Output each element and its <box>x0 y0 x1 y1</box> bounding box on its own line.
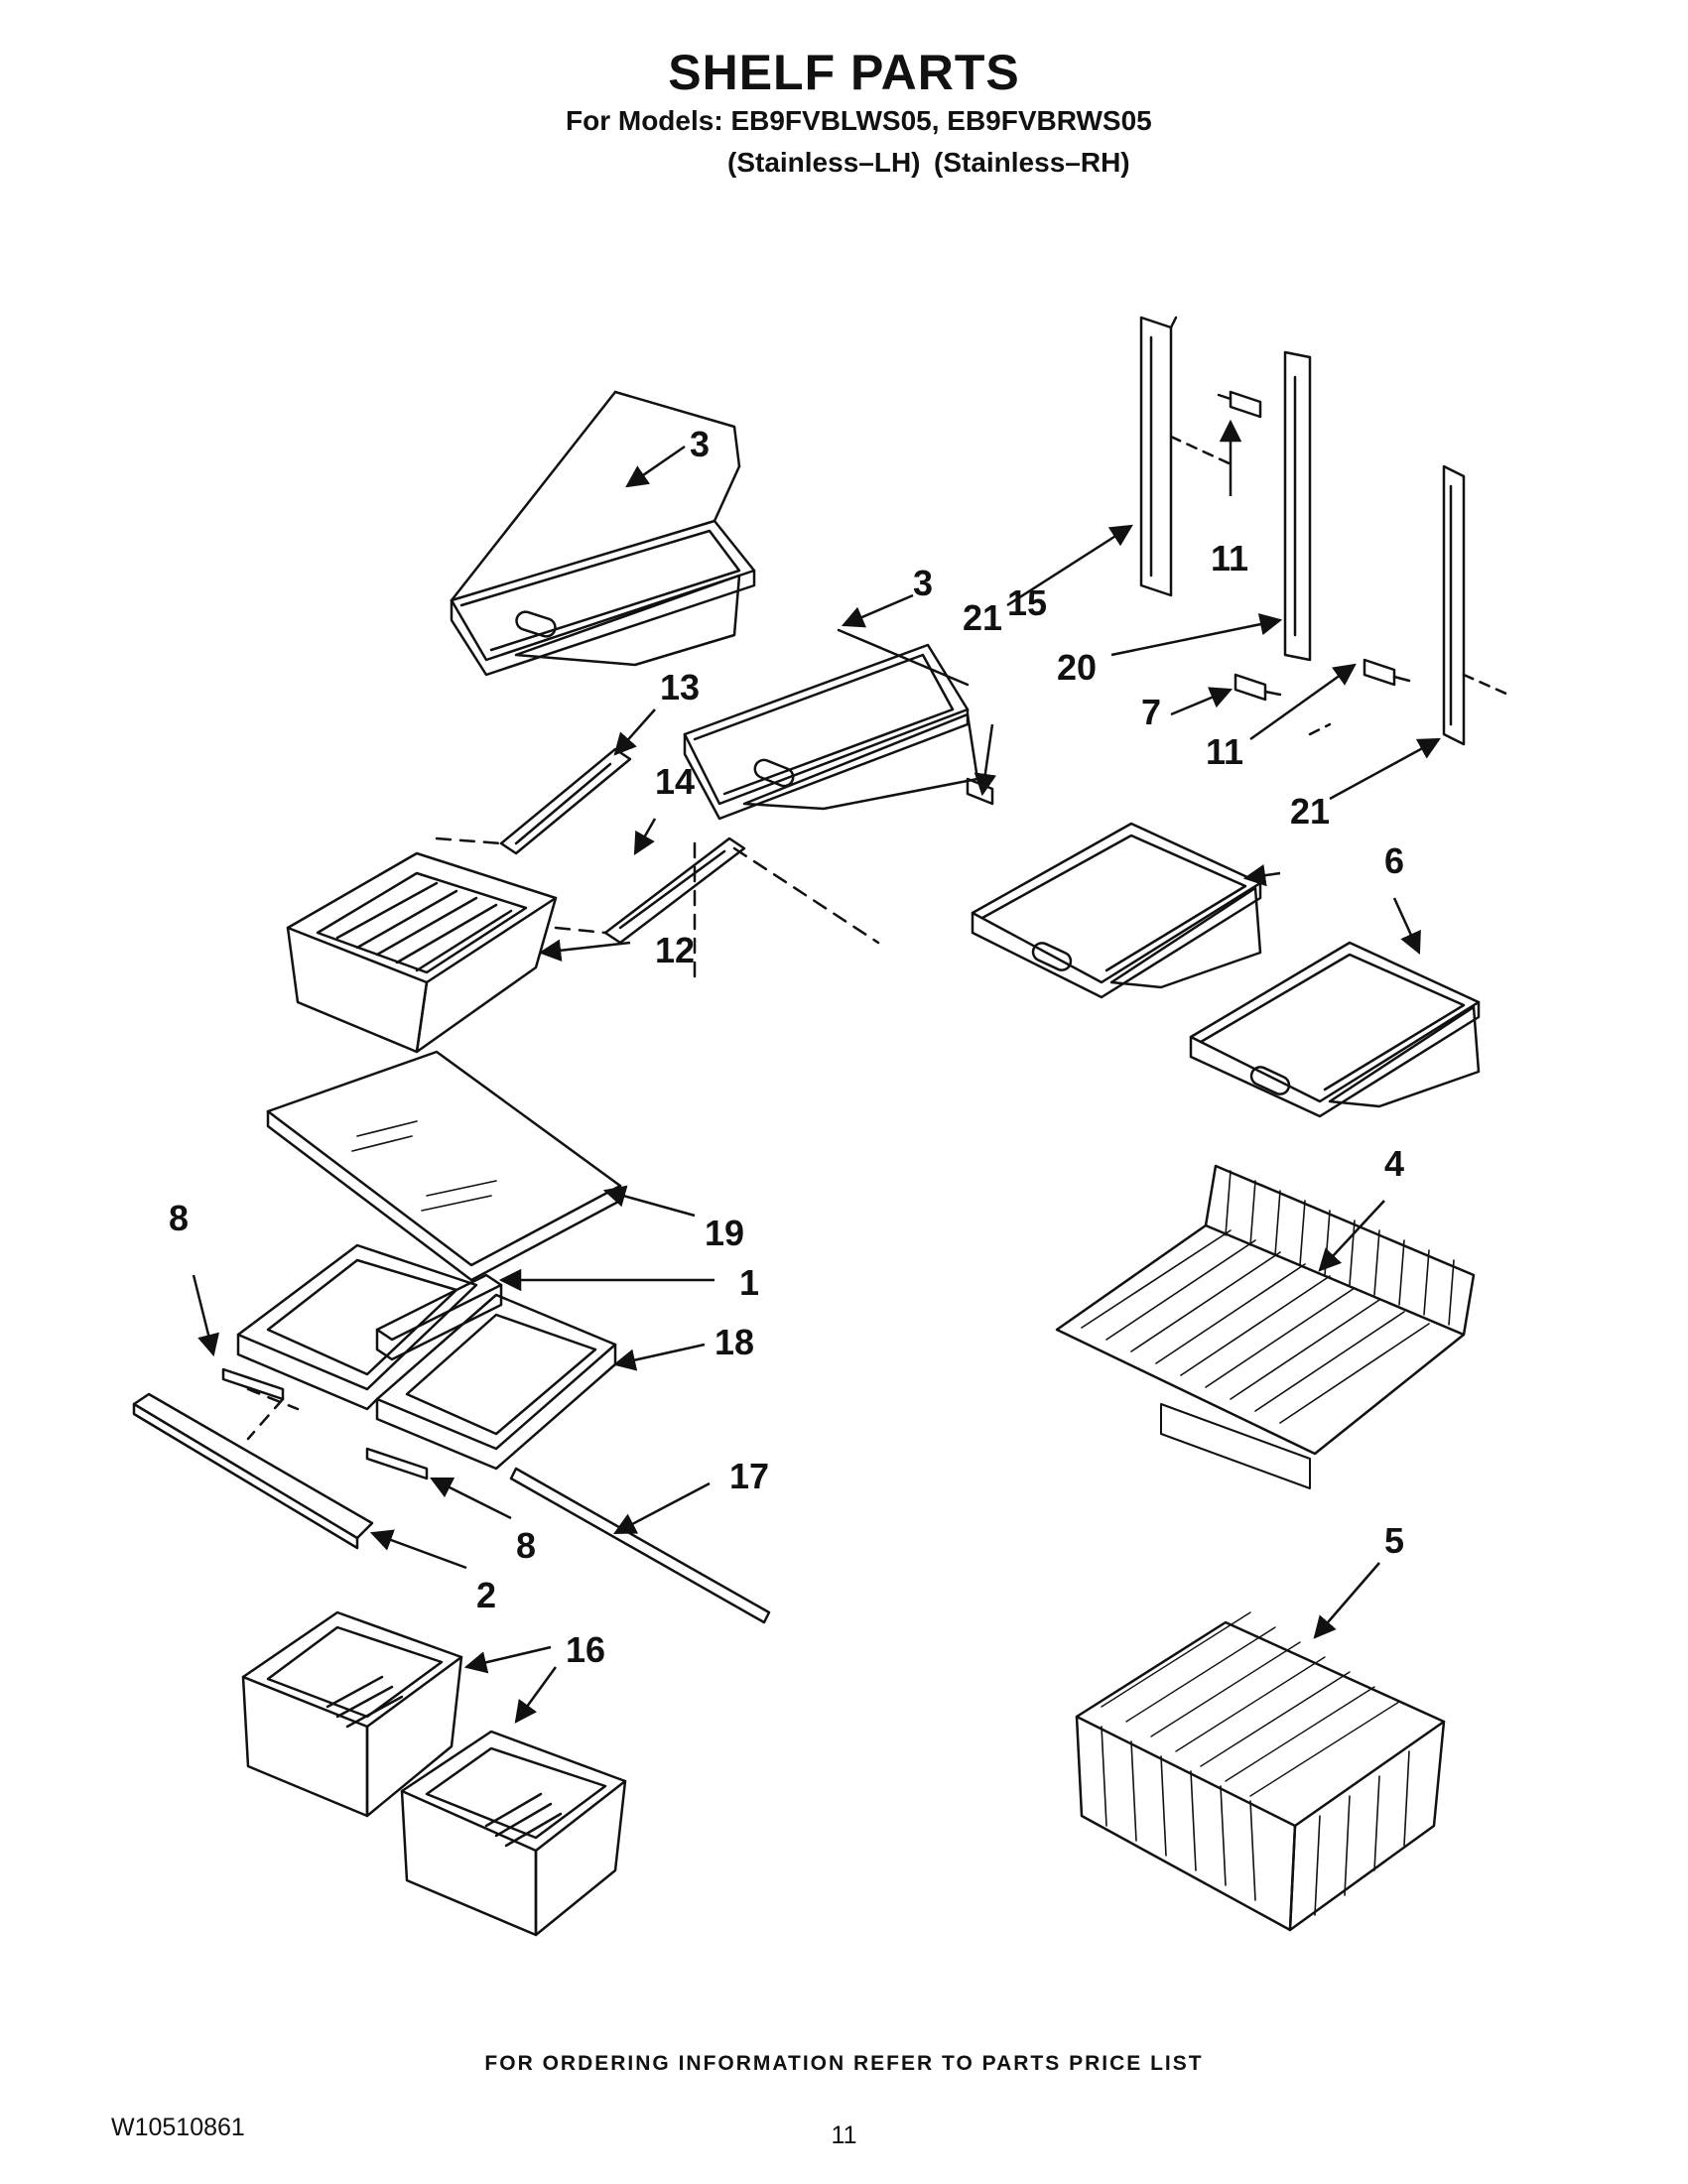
shelf-part-3-upper <box>450 390 756 677</box>
callout-11-upper: 11 <box>1211 538 1248 578</box>
wire-basket-part-5 <box>1075 1611 1446 1932</box>
screw-part-11-upper <box>1217 390 1262 419</box>
callout-8-left: 8 <box>169 1198 189 1238</box>
screw-part-7 <box>1234 673 1282 702</box>
clip-part-8-left <box>221 1367 285 1401</box>
callout-8-right: 8 <box>516 1525 536 1566</box>
callout-21-right: 21 <box>1290 791 1330 832</box>
shelf-part-3-lower <box>683 628 979 821</box>
trim-part-2 <box>132 1392 374 1550</box>
wire-shelf-part-4 <box>1055 1164 1476 1489</box>
callout-5: 5 <box>1384 1520 1404 1561</box>
callout-3-lower: 3 <box>913 563 933 603</box>
document-number: W10510861 <box>111 2114 245 2141</box>
callout-16: 16 <box>566 1629 605 1670</box>
screw-part-11-lower <box>1363 658 1411 687</box>
callout-6: 6 <box>1384 840 1404 881</box>
callout-1: 1 <box>739 1262 759 1303</box>
rail-part-20 <box>1283 350 1312 662</box>
slide-part-14 <box>603 836 746 945</box>
callout-12: 12 <box>655 930 695 970</box>
variant-left-label: (Stainless–LH) <box>727 147 921 178</box>
callout-18: 18 <box>714 1322 754 1362</box>
slide-part-13 <box>499 747 632 855</box>
models-line-row: For Models: EB9FVBLWS05, EB9FVBRWS05 <box>0 105 1688 145</box>
bin-part-16-upper <box>241 1610 463 1818</box>
page-title: SHELF PARTS <box>668 45 1020 100</box>
clip-part-8-right <box>365 1447 429 1480</box>
callout-19: 19 <box>705 1213 744 1253</box>
callout-15: 15 <box>1007 582 1047 623</box>
callout-3-upper: 3 <box>690 424 710 464</box>
page-number: 11 <box>831 2121 857 2149</box>
ordering-note: FOR ORDERING INFORMATION REFER TO PARTS … <box>484 2052 1204 2075</box>
callout-4: 4 <box>1384 1143 1404 1184</box>
rail-part-21-left <box>1139 316 1178 597</box>
callout-11-lower: 11 <box>1206 731 1243 772</box>
callout-17: 17 <box>729 1456 769 1496</box>
shelf-part-6-lower <box>1189 941 1481 1118</box>
variants-row: (Stainless–LH) (Stainless–RH) <box>0 147 1688 187</box>
callout-14: 14 <box>655 761 695 802</box>
rail-part-21-right <box>1442 464 1466 746</box>
callout-2: 2 <box>476 1575 496 1615</box>
drawer-part-12 <box>286 851 558 1054</box>
callout-7: 7 <box>1141 692 1161 732</box>
glass-panel-part-19 <box>266 1050 622 1282</box>
models-line: For Models: EB9FVBLWS05, EB9FVBRWS05 <box>566 105 1152 136</box>
rod-part-17 <box>509 1467 771 1624</box>
callout-13: 13 <box>660 667 700 707</box>
variant-right-label: (Stainless–RH) <box>934 147 1130 178</box>
callout-21-left: 21 <box>963 597 1002 638</box>
screw-part-15 <box>966 777 994 806</box>
callout-20: 20 <box>1057 647 1097 688</box>
shelf-part-6-upper <box>971 822 1262 999</box>
bin-part-16-lower <box>400 1730 627 1937</box>
